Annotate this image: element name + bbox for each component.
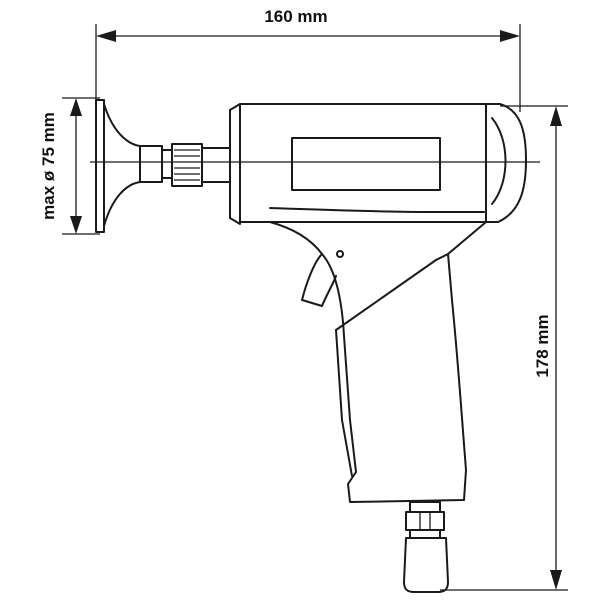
width-dimension: 160 mm bbox=[95, 7, 521, 112]
spindle-collar bbox=[139, 145, 163, 183]
body-lower-seam bbox=[269, 207, 485, 213]
pneumatic-tool bbox=[90, 99, 540, 593]
height-arrow-top bbox=[550, 106, 562, 126]
diameter-dimension: max ø 75 mm bbox=[39, 97, 100, 235]
body-front-cap bbox=[229, 103, 241, 225]
tool-body bbox=[229, 103, 527, 225]
height-dimension: 178 mm bbox=[440, 105, 568, 591]
width-arrow-left bbox=[96, 30, 116, 42]
backing-pad bbox=[95, 99, 141, 233]
trigger-pivot bbox=[336, 250, 344, 258]
width-arrow-right bbox=[500, 30, 520, 42]
inlet-ring bbox=[409, 529, 441, 539]
height-arrow-bottom bbox=[550, 570, 562, 590]
height-label: 178 mm bbox=[533, 314, 552, 377]
handle-grip-line bbox=[335, 259, 437, 331]
inlet-hose-fitting bbox=[403, 537, 449, 593]
body-barrel bbox=[239, 103, 487, 223]
trigger bbox=[269, 221, 337, 307]
backing-pad-hub bbox=[103, 103, 141, 227]
width-label: 160 mm bbox=[264, 7, 327, 26]
diameter-label: max ø 75 mm bbox=[39, 112, 58, 220]
diameter-arrow-top bbox=[70, 98, 82, 116]
air-inlet bbox=[403, 501, 449, 593]
handle-grip-join bbox=[435, 253, 449, 261]
spindle-ring bbox=[161, 149, 173, 179]
rear-cap-inner bbox=[491, 117, 507, 205]
body-rear-cap bbox=[485, 103, 527, 223]
handle-outline bbox=[321, 221, 487, 503]
tool-handle bbox=[269, 221, 487, 503]
inlet-collar bbox=[409, 501, 441, 513]
backing-pad-disc bbox=[95, 99, 105, 233]
spindle-shaft bbox=[201, 147, 231, 183]
diameter-arrow-bottom bbox=[70, 216, 82, 234]
body-label-plate bbox=[291, 137, 441, 191]
inlet-nut bbox=[405, 511, 445, 531]
handle-grip-edge bbox=[335, 329, 353, 477]
spindle-assembly bbox=[139, 143, 231, 187]
